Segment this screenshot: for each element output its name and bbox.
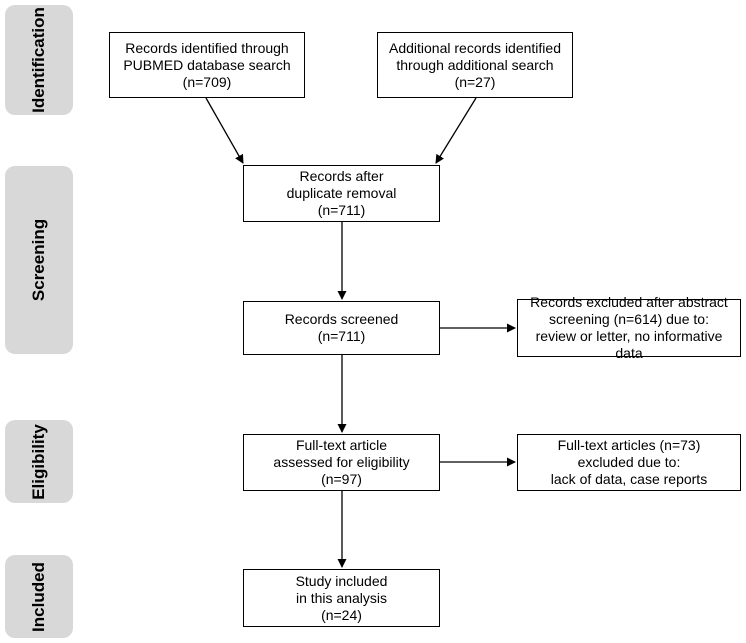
stage-screening: Screening <box>5 166 73 354</box>
box-additional-records: Additional records identified through ad… <box>377 32 573 98</box>
arrow-pubmed-to-dedup <box>205 97 244 164</box>
box-pubmed-records: Records identified through PUBMED databa… <box>109 32 305 98</box>
box-fulltext-assessed: Full-text article assessed for eligibili… <box>243 434 440 491</box>
stage-identification: Identification <box>5 5 73 115</box>
box-study-included: Study included in this analysis (n=24) <box>243 569 440 627</box>
stage-included: Included <box>5 555 73 638</box>
box-records-screened: Records screened (n=711) <box>243 301 440 355</box>
stage-eligibility: Eligibility <box>5 420 73 503</box>
box-excluded-abstract: Records excluded after abstract screenin… <box>517 294 741 361</box>
arrow-additional-to-dedup <box>435 97 477 164</box>
box-excluded-fulltext: Full-text articles (n=73) excluded due t… <box>517 434 741 491</box>
box-after-duplicate-removal: Records after duplicate removal (n=711) <box>243 165 440 222</box>
